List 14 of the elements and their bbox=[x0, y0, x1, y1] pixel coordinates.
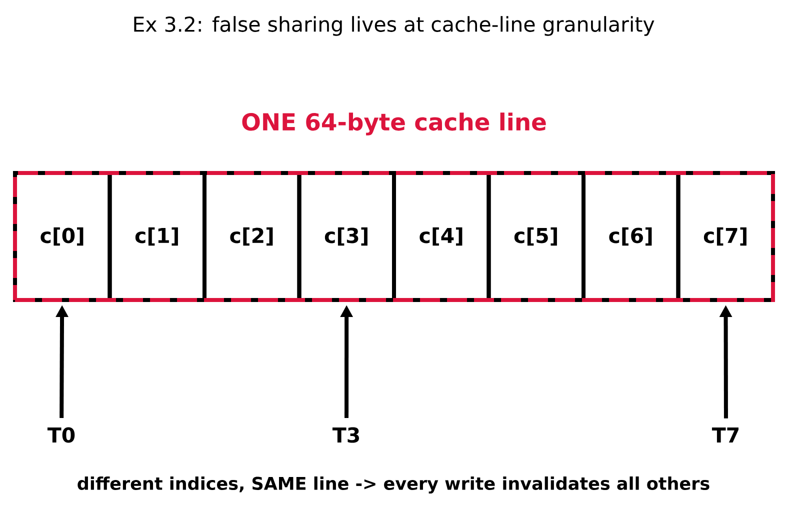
thread-label: T7 bbox=[712, 428, 738, 442]
array-cell: c[2] bbox=[202, 171, 302, 302]
array-cell: c[6] bbox=[582, 171, 680, 302]
array-cell: c[1] bbox=[108, 171, 206, 302]
caption: different indices, SAME line -> every write invalidates all others bbox=[78, 476, 710, 494]
thread-label: T0 bbox=[47, 427, 75, 443]
heading: ONE 64-byte cache line bbox=[242, 112, 546, 136]
array-cell: c[0] bbox=[13, 171, 112, 302]
title: Ex 3.2: false sharing lives at cache-line granularity bbox=[134, 16, 654, 36]
array-cell: c[7] bbox=[676, 171, 775, 302]
array-cell: c[3] bbox=[297, 171, 396, 302]
array-cell: c[4] bbox=[392, 171, 491, 302]
array-cell: c[5] bbox=[486, 171, 586, 302]
thread-label: T3 bbox=[332, 427, 359, 443]
